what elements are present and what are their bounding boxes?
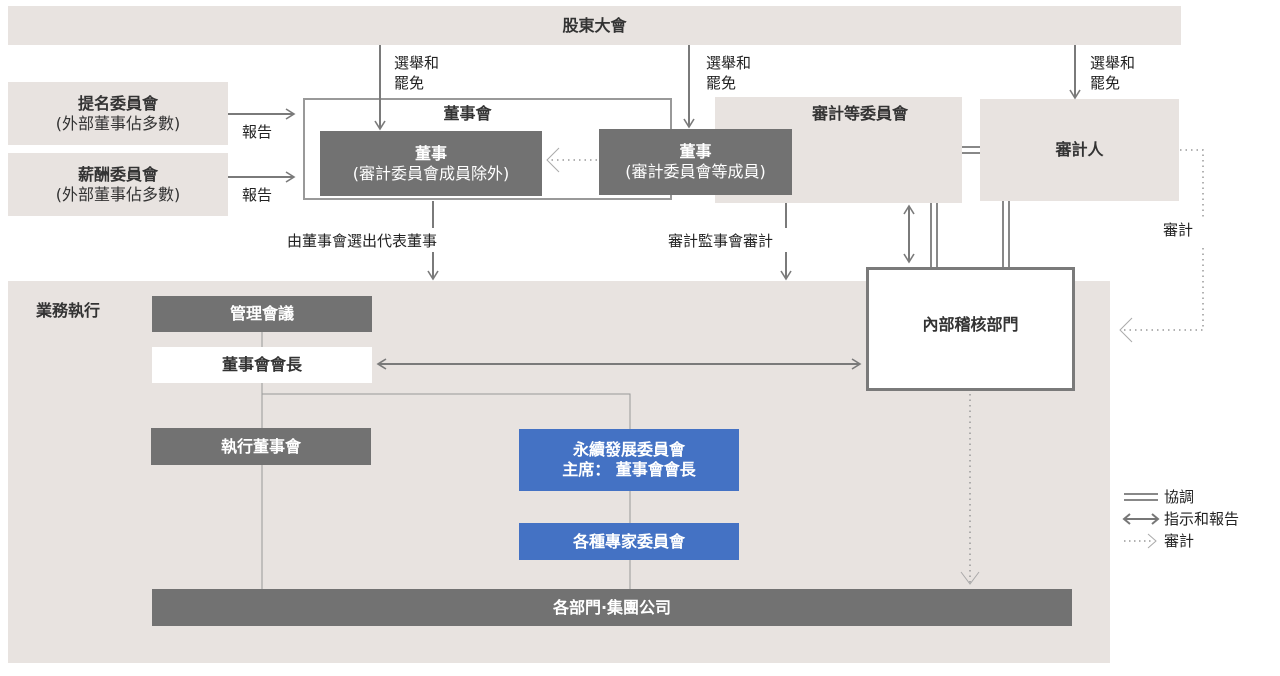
remuneration-committee-title: 薪酬委員會 bbox=[77, 164, 158, 184]
election-label-line2: 罷免 bbox=[706, 74, 737, 92]
directors-excluding-audit-members: 董事 (審計委員會成員除外) bbox=[320, 131, 542, 196]
expert-committees: 各種專家委員會 bbox=[519, 523, 739, 560]
election-label-line2: 罷免 bbox=[394, 74, 425, 92]
legend: 協調 指示和報告 審計 bbox=[1122, 486, 1280, 552]
election-label: 選舉和 罷免 bbox=[394, 53, 439, 93]
legend-label: 審計 bbox=[1164, 532, 1195, 550]
sustainability-committee-title: 永續發展委員會 bbox=[572, 440, 685, 459]
management-meeting-label: 管理會議 bbox=[229, 304, 294, 323]
report-label: 報告 bbox=[242, 123, 273, 141]
expert-committees-label: 各種專家委員會 bbox=[572, 531, 685, 551]
remuneration-committee: 薪酬委員會 (外部董事佔多數) bbox=[8, 153, 228, 216]
directors-audit-members: 董事 (審計委員會等成員) bbox=[599, 129, 792, 195]
departments-group-companies: 各部門·集團公司 bbox=[152, 589, 1072, 626]
nomination-committee-title: 提名委員會 bbox=[77, 93, 158, 113]
directors-subtitle: (審計委員會成員除外) bbox=[352, 163, 510, 183]
chairman-label: 董事會會長 bbox=[221, 355, 302, 374]
election-label-line1: 選舉和 bbox=[394, 54, 440, 72]
internal-audit-department: 內部稽核部門 bbox=[866, 267, 1075, 391]
remuneration-committee-subtitle: (外部董事佔多數) bbox=[55, 184, 181, 204]
executive-board: 執行董事會 bbox=[151, 428, 371, 465]
auditor-audit-label: 審計 bbox=[1163, 220, 1194, 240]
nomination-committee-subtitle: (外部董事佔多數) bbox=[55, 113, 181, 133]
board-of-directors-title: 董事會 bbox=[443, 104, 492, 123]
auditor-audit-path bbox=[1119, 248, 1204, 343]
directors-title: 董事 bbox=[414, 143, 447, 163]
legend-item: 指示和報告 bbox=[1122, 508, 1280, 530]
election-label: 選舉和 罷免 bbox=[1090, 53, 1135, 93]
management-meeting: 管理會議 bbox=[152, 296, 372, 332]
double-arrow-icon bbox=[1122, 513, 1160, 525]
election-label: 選舉和 罷免 bbox=[706, 53, 751, 93]
report-label: 報告 bbox=[242, 186, 273, 204]
dotted-arrow-icon bbox=[1124, 533, 1157, 549]
legend-item: 審計 bbox=[1122, 530, 1280, 552]
auditor: 審計人 bbox=[980, 99, 1179, 201]
representative-director-label: 由董事會選出代表董事 bbox=[287, 232, 438, 250]
election-label-line2: 罷免 bbox=[1090, 74, 1121, 92]
legend-item: 協調 bbox=[1122, 486, 1280, 508]
auditor-audit-path bbox=[1180, 149, 1204, 218]
election-label-line1: 選舉和 bbox=[1090, 54, 1136, 72]
shareholders-meeting-label: 股東大會 bbox=[562, 15, 627, 35]
double-line-icon bbox=[1124, 493, 1158, 501]
nomination-committee: 提名委員會 (外部董事佔多數) bbox=[8, 82, 228, 145]
departments-label: 各部門·集團公司 bbox=[552, 597, 672, 617]
audit-board-label: 審計監事會審計 bbox=[668, 232, 774, 250]
audit-committee-title: 審計等委員會 bbox=[811, 104, 908, 123]
election-label-line1: 選舉和 bbox=[706, 54, 752, 72]
internal-audit-label: 內部稽核部門 bbox=[922, 315, 1019, 334]
sustainability-committee: 永續發展委員會 主席： 董事會會長 bbox=[519, 429, 739, 491]
legend-label: 指示和報告 bbox=[1164, 510, 1240, 528]
execution-section-label: 業務執行 bbox=[36, 301, 101, 320]
sustainability-committee-chair: 主席： 董事會會長 bbox=[562, 460, 696, 479]
directors-audit-title: 董事 bbox=[679, 142, 712, 161]
directors-audit-subtitle: (審計委員會等成員) bbox=[625, 162, 766, 181]
executive-board-label: 執行董事會 bbox=[220, 436, 301, 456]
auditor-label: 審計人 bbox=[1055, 140, 1104, 159]
legend-label: 協調 bbox=[1164, 488, 1195, 506]
chairman: 董事會會長 bbox=[152, 347, 372, 383]
shareholders-meeting: 股東大會 bbox=[8, 6, 1181, 45]
